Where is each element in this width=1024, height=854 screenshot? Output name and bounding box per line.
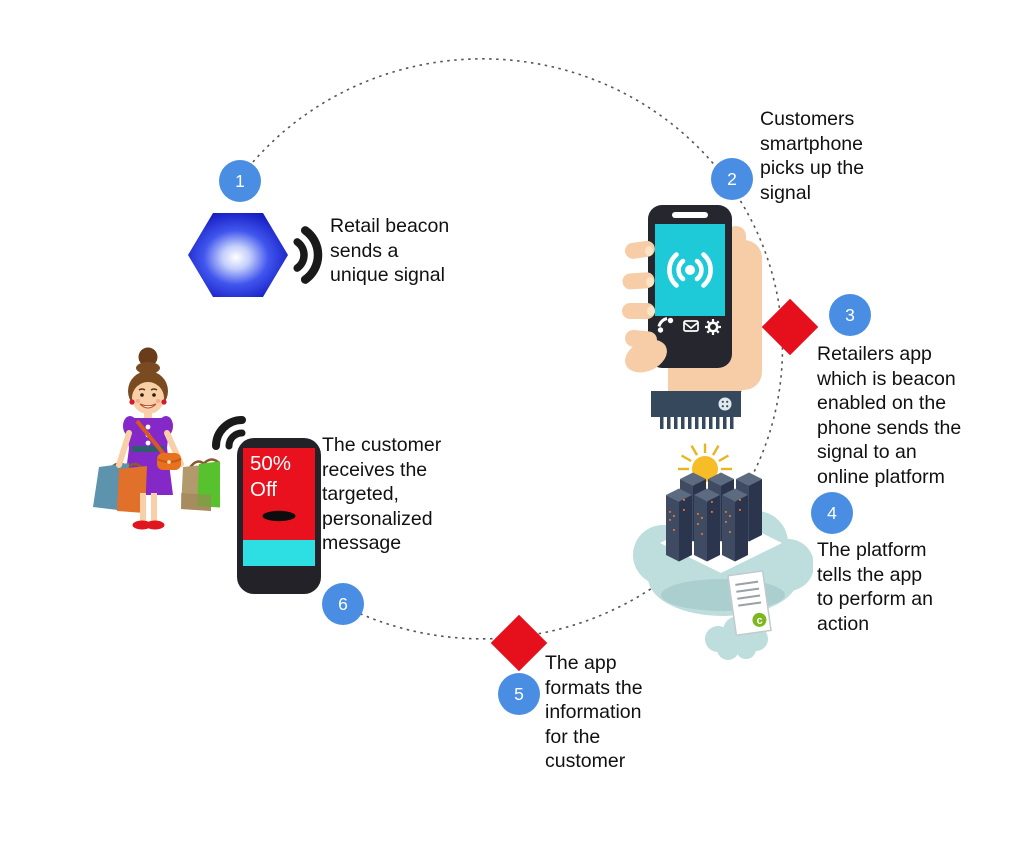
document-icon: c — [727, 570, 772, 637]
cuff-button — [718, 397, 732, 411]
step-3-text: Retailers app which is beacon enabled on… — [817, 343, 962, 488]
step-5-number: 5 — [514, 683, 524, 704]
server-lights — [669, 499, 741, 535]
step-5-badge: 5 — [498, 673, 540, 715]
step-2-number: 2 — [727, 168, 737, 189]
document-logo: c — [756, 614, 764, 627]
step-3-badge: 3 — [829, 294, 871, 336]
offer-message: 50% Off — [250, 451, 291, 503]
step-2-badge: 2 — [711, 158, 753, 200]
step-6-number: 6 — [338, 593, 348, 614]
earring — [161, 399, 167, 405]
sleeve-cuff — [651, 391, 741, 429]
face — [132, 382, 164, 414]
cloud-server-platform-icon: c — [633, 443, 813, 660]
phone-icon — [657, 317, 674, 333]
offer-line-2: Off — [250, 478, 277, 501]
step-4-text: The platform tells the app to perform an… — [817, 539, 933, 635]
step-2-text: Customers smartphone picks up the signal — [760, 108, 865, 204]
wifi-signal-icon — [667, 252, 713, 288]
server-racks — [666, 472, 762, 562]
fingernails — [645, 246, 655, 316]
offer-smartphone-icon — [212, 416, 321, 594]
step-3-number: 3 — [845, 304, 855, 325]
speaker-slot — [672, 212, 708, 218]
shopping-bag-orange — [117, 466, 147, 513]
mail-icon — [683, 320, 699, 332]
earring — [129, 399, 135, 405]
beacon-hexagon-icon — [188, 213, 323, 297]
shoe — [132, 520, 152, 530]
offer-screen — [243, 448, 315, 540]
screen-band — [243, 540, 315, 566]
step-1-text: Retail beacon sends a unique signal — [330, 215, 450, 286]
hand-smartphone-icon — [622, 205, 762, 429]
signal-waves-icon — [293, 226, 323, 284]
offer-line-1: 50% — [250, 452, 292, 475]
belt — [132, 446, 164, 452]
step-6-text: The customer receives the targeted, pers… — [322, 434, 442, 554]
step-1-badge: 1 — [219, 160, 261, 202]
hair-bun — [138, 347, 158, 367]
shoe — [145, 520, 165, 530]
signal-waves-icon — [212, 416, 246, 450]
gear-icon — [705, 319, 721, 335]
step-6-badge: 6 — [322, 583, 364, 625]
shopper-woman-icon — [93, 347, 220, 530]
step-5-text: The app formats the information for the … — [545, 652, 643, 772]
step-1-number: 1 — [235, 170, 245, 191]
screen-ellipse — [262, 510, 296, 522]
step-4-number: 4 — [827, 502, 837, 523]
step-4-badge: 4 — [811, 492, 853, 534]
purse-strap — [135, 419, 169, 460]
beacon-hexagon — [188, 213, 288, 297]
